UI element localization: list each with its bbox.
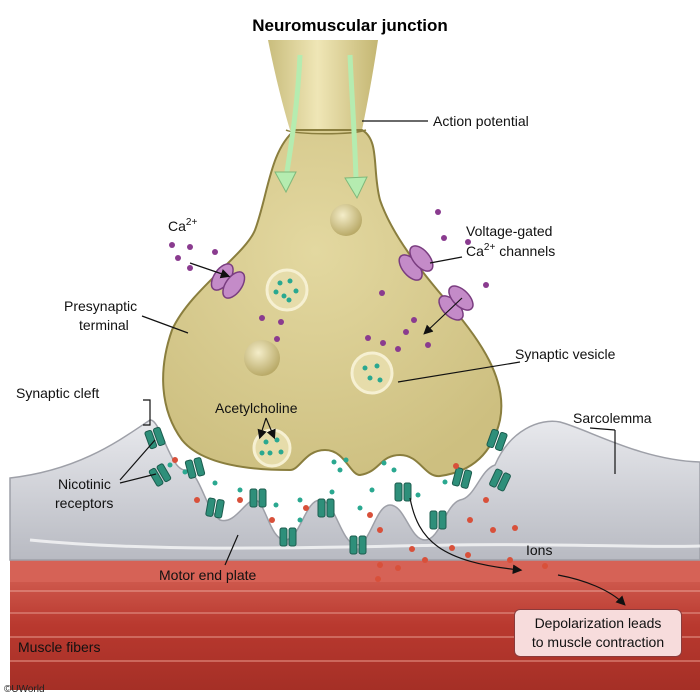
leader-lines xyxy=(119,120,626,606)
credit-text: ©UWorld xyxy=(4,684,45,695)
nicotinic-receptors xyxy=(144,426,511,555)
calcium-symbol: Ca xyxy=(168,218,186,234)
voltage-gated-superscript: 2+ xyxy=(483,242,496,253)
action-potential-arrows xyxy=(274,54,368,200)
label-synaptic-cleft: Synaptic cleft xyxy=(16,385,100,401)
label-ions: Ions xyxy=(526,542,553,558)
label-presynaptic-line2: terminal xyxy=(79,317,129,333)
acetylcholine-molecules xyxy=(167,278,448,523)
motor-neuron-axon xyxy=(268,40,378,130)
ions xyxy=(172,457,548,582)
depolarization-callout: Depolarization leads to muscle contracti… xyxy=(514,609,682,657)
diagram-title: Neuromuscular junction xyxy=(252,16,448,35)
label-nicotinic-line1: Nicotinic xyxy=(58,476,111,492)
depolarization-line2: to muscle contraction xyxy=(531,634,665,650)
label-nicotinic-line2: receptors xyxy=(55,495,114,511)
calcium-superscript: 2+ xyxy=(185,217,198,228)
label-sarcolemma: Sarcolemma xyxy=(573,410,652,426)
label-calcium: Ca2+ xyxy=(168,217,197,238)
voltage-gated-channels-word: channels xyxy=(495,243,556,259)
label-voltage-gated-line1: Voltage-gated xyxy=(466,223,553,239)
depolarization-line1: Depolarization leads xyxy=(534,615,662,631)
label-acetylcholine: Acetylcholine xyxy=(215,400,298,416)
voltage-gated-ca: Ca xyxy=(466,243,484,259)
label-presynaptic-line1: Presynaptic xyxy=(64,298,138,314)
terminal-organelles xyxy=(244,204,362,376)
label-voltage-gated-line2: Ca2+ channels xyxy=(466,242,555,263)
label-synaptic-vesicle: Synaptic vesicle xyxy=(515,346,616,362)
label-muscle-fibers: Muscle fibers xyxy=(18,639,101,655)
label-action-potential: Action potential xyxy=(433,113,529,129)
calcium-ions xyxy=(169,209,489,352)
label-motor-end-plate: Motor end plate xyxy=(159,567,257,583)
